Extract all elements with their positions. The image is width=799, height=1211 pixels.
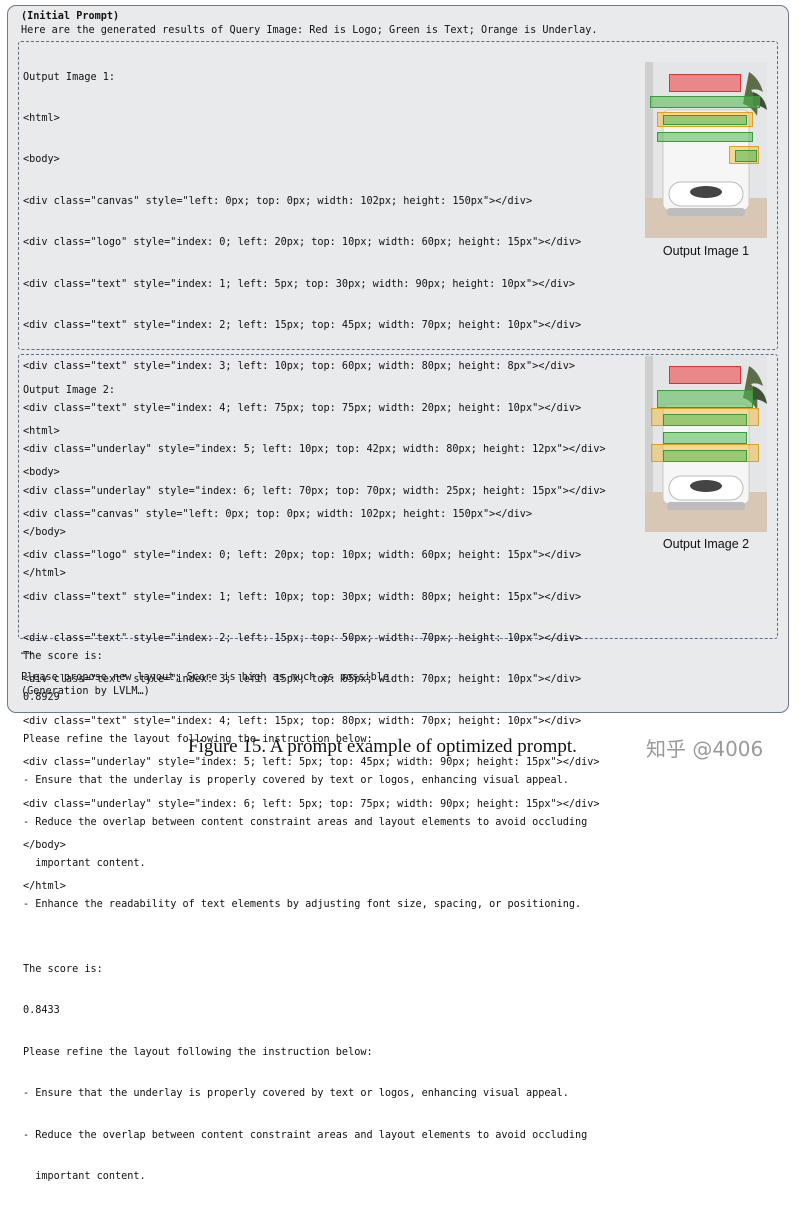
logo-box xyxy=(669,74,741,92)
code-line: <div class="logo" style="index: 0; left:… xyxy=(23,237,582,249)
code-line: <div class="text" style="index: 1; left:… xyxy=(23,591,582,603)
code-line: <div class="underlay" style="index: 5; l… xyxy=(23,757,600,769)
panel-2-code: Output Image 2: <html> <body> <div class… xyxy=(23,356,600,1211)
code-line: </html> xyxy=(23,881,66,893)
code-line: <div class="text" style="index: 2; left:… xyxy=(23,632,582,644)
code-line: </body> xyxy=(23,839,66,851)
code-line: Output Image 2: xyxy=(23,384,116,396)
code-line: Please refine the layout following the i… xyxy=(23,1046,373,1058)
code-line: <div class="canvas" style="left: 0px; to… xyxy=(23,195,533,207)
text-box xyxy=(657,132,753,142)
code-line: <div class="underlay" style="index: 6; l… xyxy=(23,798,600,810)
text-box xyxy=(735,150,757,162)
ellipsis: …… xyxy=(21,646,34,657)
code-line: <div class="underlay" style="index: 5; l… xyxy=(23,444,606,456)
output-image-1-caption: Output Image 1 xyxy=(662,244,750,258)
code-line: <div class="text" style="index: 1; left:… xyxy=(23,278,576,290)
code-line: <div class="text" style="index: 4; left:… xyxy=(23,402,582,414)
code-line: The score is: xyxy=(23,964,103,976)
output-image-1 xyxy=(645,62,767,238)
code-line: <body> xyxy=(23,154,60,166)
text-box xyxy=(663,432,747,444)
watermark: 知乎 @4006 xyxy=(646,737,764,761)
code-line: <div class="underlay" style="index: 6; l… xyxy=(23,485,606,497)
code-line: </html> xyxy=(23,568,66,580)
prompt-title: (Initial Prompt) xyxy=(21,11,120,22)
code-line: <div class="text" style="index: 4; left:… xyxy=(23,715,582,727)
footer-request: Please propose new layout; Score is high… xyxy=(21,672,396,683)
code-line: Output Image 1: xyxy=(23,71,116,83)
text-box xyxy=(663,450,747,462)
output-image-2 xyxy=(645,356,767,532)
code-line: <div class="text" style="index: 3; left:… xyxy=(23,674,582,686)
footer-note: (Generation by LVLM…) xyxy=(21,686,150,697)
code-line: The score is: xyxy=(23,651,103,663)
text-box xyxy=(657,390,753,408)
text-box xyxy=(663,115,747,125)
code-line: <div class="canvas" style="left: 0px; to… xyxy=(23,508,533,520)
code-line: </body> xyxy=(23,526,66,538)
code-line: <div class="text" style="index: 2; left:… xyxy=(23,319,582,331)
instruction-item: - Reduce the overlap between content con… xyxy=(23,1129,588,1141)
figure-caption: Figure 15. A prompt example of optimized… xyxy=(188,736,577,757)
instruction-item: - Ensure that the underlay is properly c… xyxy=(23,1088,569,1100)
logo-box xyxy=(669,366,741,384)
code-line: <div class="text" style="index: 3; left:… xyxy=(23,361,576,373)
code-line: <html> xyxy=(23,425,60,437)
code-line: <html> xyxy=(23,112,60,124)
code-line: Please refine the layout following the i… xyxy=(23,733,373,745)
code-line: <div class="logo" style="index: 0; left:… xyxy=(23,550,582,562)
output-image-2-caption: Output Image 2 xyxy=(662,537,750,551)
code-line xyxy=(23,922,600,936)
instruction-item: important content. xyxy=(23,1171,146,1183)
score-value: 0.8929 xyxy=(23,692,60,704)
score-value: 0.8433 xyxy=(23,1005,60,1017)
text-box xyxy=(663,414,747,426)
text-box xyxy=(650,96,760,108)
code-line: <body> xyxy=(23,467,60,479)
prompt-intro: Here are the generated results of Query … xyxy=(21,25,598,36)
